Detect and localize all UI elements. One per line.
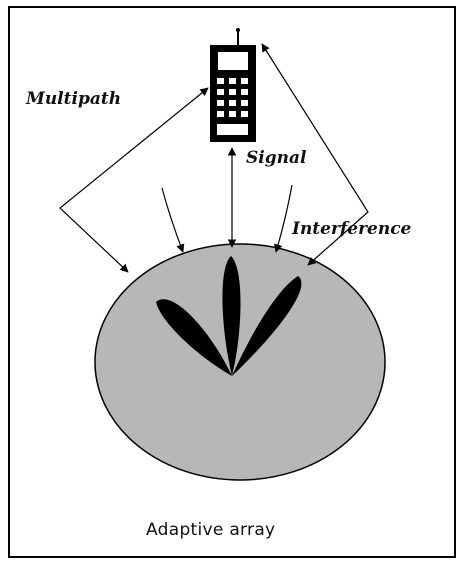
interference-arrow-right	[276, 185, 292, 252]
left-multipath-path	[60, 88, 208, 272]
signal-label: Signal	[246, 148, 307, 168]
figure-caption: Adaptive array	[146, 520, 275, 540]
interference-arrow-left	[162, 188, 183, 252]
interference-arrows	[162, 185, 292, 252]
interference-label: Interference	[291, 219, 412, 239]
mobile-handset-icon	[210, 28, 256, 142]
multipath-label: Multipath	[25, 89, 121, 109]
